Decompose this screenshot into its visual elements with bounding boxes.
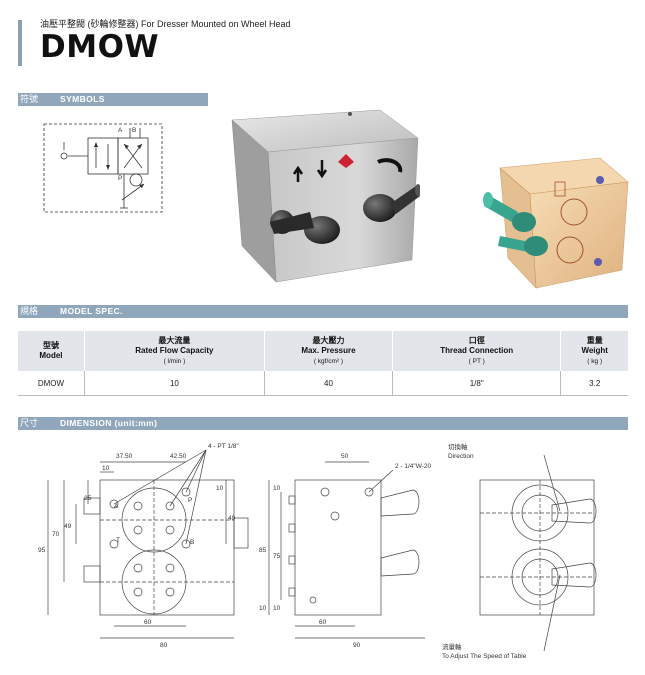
symbol-label-a: A bbox=[118, 127, 123, 134]
dimension-side-view: 50 2 - 1/4"W-20 10 85 75 10 10 60 90 bbox=[259, 453, 432, 649]
dim-3750: 37.50 bbox=[116, 453, 133, 460]
direction-label-zh: 切換軸 bbox=[448, 442, 468, 451]
dim-49-left: 49 bbox=[64, 523, 72, 530]
dim-60: 60 bbox=[144, 619, 152, 626]
dim-screw-note: 2 - 1/4"W-20 bbox=[395, 463, 432, 470]
symbol-label-p: P bbox=[118, 175, 122, 182]
section-spec-en: MODEL SPEC. bbox=[60, 306, 123, 316]
section-symbols-bar: 符號 SYMBOLS bbox=[18, 93, 208, 106]
dim-49-right: 49 bbox=[228, 515, 236, 522]
port-label-b: B bbox=[190, 539, 194, 546]
cutaway-render bbox=[483, 157, 629, 289]
port-label-t: T bbox=[116, 537, 120, 544]
section-spec-bar: 規格 MODEL SPEC. bbox=[18, 305, 628, 318]
product-photo bbox=[231, 109, 420, 283]
spec-cell-flow: 10 bbox=[84, 371, 265, 396]
table-row: DMOW 10 40 1/8" 3.2 bbox=[18, 371, 628, 396]
dim-70: 70 bbox=[52, 531, 60, 538]
dim-50: 50 bbox=[341, 453, 349, 460]
spec-cell-model: DMOW bbox=[18, 371, 85, 396]
dim-75: 75 bbox=[273, 553, 281, 560]
dim-side-10-bottom: 10 bbox=[259, 605, 267, 612]
dim-side-10-top: 10 bbox=[273, 485, 281, 492]
port-label-a: A bbox=[114, 503, 119, 510]
accent-bar bbox=[18, 20, 22, 66]
section-symbols-zh: 符號 bbox=[20, 94, 39, 104]
dim-10-right: 10 bbox=[216, 485, 224, 492]
hydraulic-symbol: A B P bbox=[43, 123, 163, 213]
symbol-label-b: B bbox=[132, 127, 136, 134]
page-subtitle: 油壓平整閥 (砂輪修整器) For Dresser Mounted on Whe… bbox=[40, 19, 291, 29]
page-title: DMOW bbox=[40, 29, 160, 65]
dim-side-60: 60 bbox=[319, 619, 327, 626]
dim-90: 90 bbox=[353, 642, 361, 649]
section-dimension-bar: 尺寸 DIMENSION (unit:mm) bbox=[18, 417, 628, 430]
dim-25: 25 bbox=[84, 495, 92, 502]
section-spec-zh: 規格 bbox=[20, 306, 39, 316]
direction-label-en: Direction bbox=[448, 453, 474, 460]
section-dimension-zh: 尺寸 bbox=[20, 418, 39, 428]
flow-label-en: To Adjust The Speed of Table bbox=[442, 653, 527, 660]
dim-port-note: 4 - PT 1/8" bbox=[208, 443, 239, 450]
section-symbols-en: SYMBOLS bbox=[60, 94, 105, 104]
dim-80: 80 bbox=[160, 642, 168, 649]
section-dimension-en: DIMENSION (unit:mm) bbox=[60, 418, 158, 428]
spec-cell-weight: 3.2 bbox=[560, 371, 628, 396]
dim-95: 95 bbox=[38, 547, 46, 554]
dim-side-10-bottom2: 10 bbox=[273, 605, 281, 612]
dim-85: 85 bbox=[259, 547, 267, 554]
port-label-p: P bbox=[188, 497, 192, 504]
dim-4250: 42.50 bbox=[170, 453, 187, 460]
dimension-rear-view: 切換軸 Direction 流量軸 To Adjust The Speed of… bbox=[442, 442, 597, 660]
spec-cell-thread: 1/8" bbox=[392, 371, 562, 396]
flow-label-zh: 流量軸 bbox=[442, 642, 462, 651]
dimension-front-view: 37.50 42.50 4 - PT 1/8" 10 25 49 70 95 1… bbox=[38, 443, 249, 649]
dim-10-top: 10 bbox=[102, 465, 110, 472]
spec-cell-pressure: 40 bbox=[264, 371, 394, 396]
